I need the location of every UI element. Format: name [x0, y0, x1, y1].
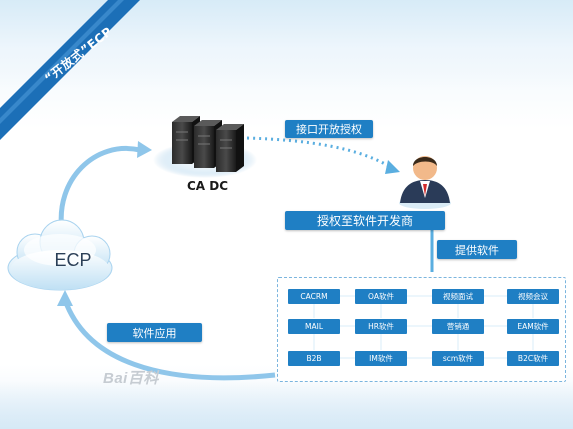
- software-to-ecp-arrow: [62, 299, 276, 381]
- interface-auth-label: 接口开放授权: [285, 120, 373, 138]
- server-to-vendor-arrow: [246, 136, 393, 170]
- software-eam: EAM软件: [507, 319, 559, 334]
- software-video-interview: 视频面试: [432, 289, 484, 304]
- corner-ribbon: [0, 0, 140, 140]
- ecp-cloud: [7, 219, 113, 291]
- server-label: CA DC: [187, 179, 229, 193]
- software-mail: MAIL: [288, 319, 340, 334]
- software-marketing: 营销通: [432, 319, 484, 334]
- developer-person-icon: [399, 156, 451, 209]
- ecp-label: ECP: [54, 250, 92, 270]
- authorize-vendor-label: 授权至软件开发商: [285, 211, 445, 230]
- software-apply-label: 软件应用: [107, 323, 202, 342]
- software-im: IM软件: [355, 351, 407, 366]
- software-scm: scm软件: [432, 351, 484, 366]
- software-b2b: B2B: [288, 351, 340, 366]
- bottom-gradient-band: [0, 381, 573, 429]
- software-video-conference: 视频会议: [507, 289, 559, 304]
- software-b2c: B2C软件: [507, 351, 559, 366]
- provide-software-label: 提供软件: [437, 240, 517, 259]
- server-icon: [172, 116, 244, 172]
- software-oa: OA软件: [355, 289, 407, 304]
- ecp-to-server-arrow: [58, 146, 141, 231]
- watermark: Bai百科: [103, 370, 159, 387]
- software-cacrm: CACRM: [288, 289, 340, 304]
- software-hr: HR软件: [355, 319, 407, 334]
